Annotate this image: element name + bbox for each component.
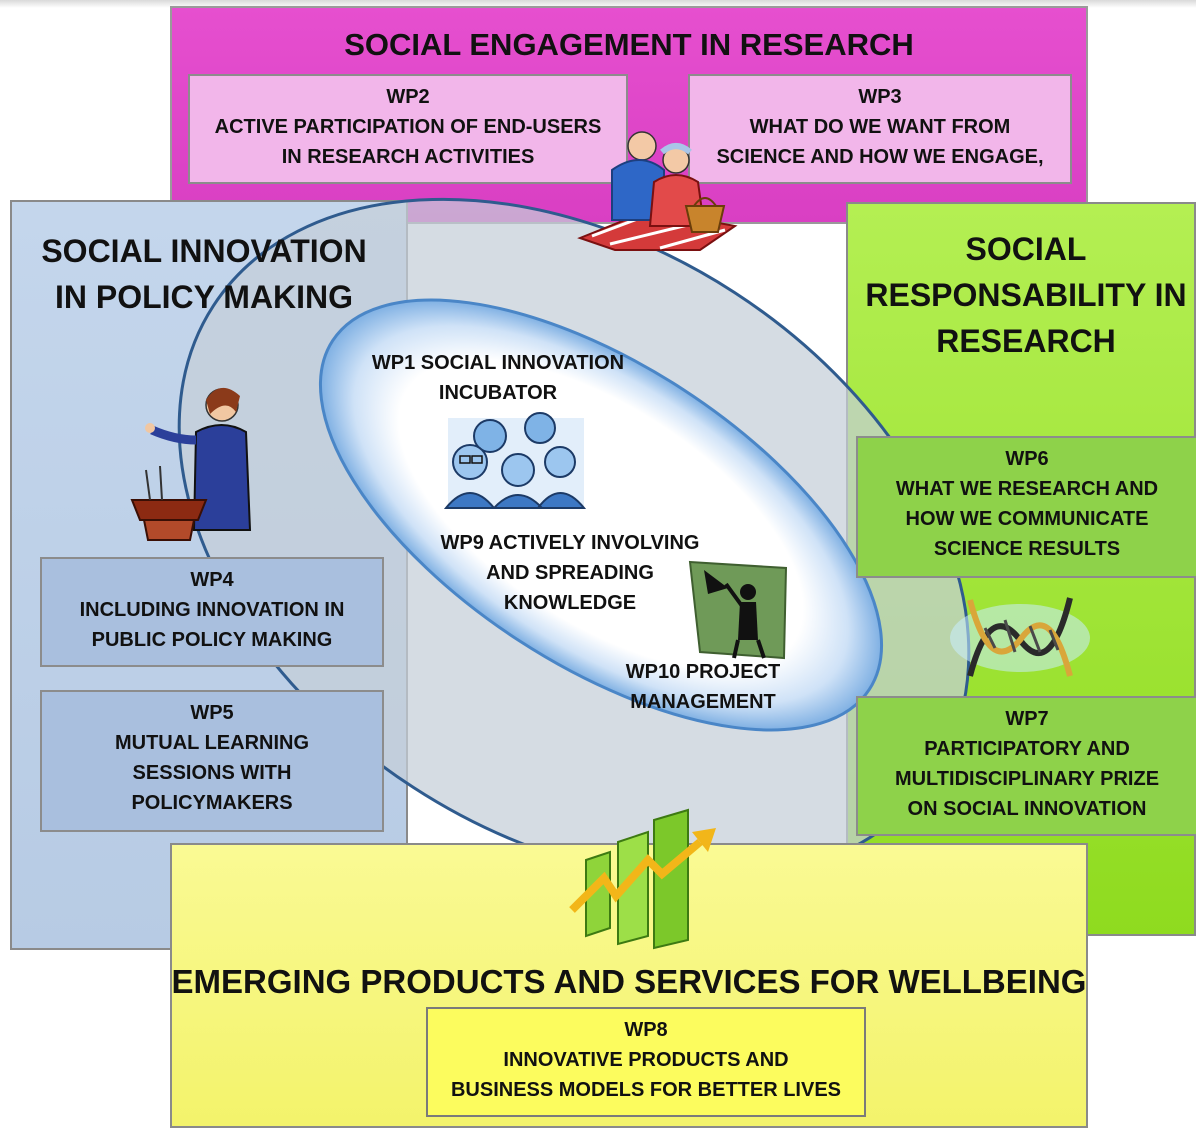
group-of-people-icon [443, 412, 587, 509]
wp-line: SESSIONS WITH [132, 762, 292, 784]
social-responsibility-title: SOCIAL RESPONSABILITY IN RESEARCH [856, 226, 1196, 364]
wp2-box: WP2 ACTIVE PARTICIPATION OF END-USERS IN… [188, 74, 628, 184]
wp3-box: WP3 WHAT DO WE WANT FROM SCIENCE AND HOW… [688, 74, 1072, 184]
wp-line: INNOVATIVE PRODUCTS AND [503, 1049, 789, 1071]
wp-line: SCIENCE RESULTS [933, 538, 1121, 560]
title-line: SOCIAL [965, 231, 1087, 267]
wp8-box: WP8 INNOVATIVE PRODUCTS AND BUSINESS MOD… [426, 1007, 866, 1117]
title-line: RESEARCH [936, 323, 1116, 359]
wp-line: POLICYMAKERS [131, 792, 293, 814]
wp-line: INCLUDING INNOVATION IN [79, 599, 345, 621]
wp-line: WP10 PROJECT [625, 661, 781, 683]
top-shadow-bar [0, 0, 1196, 8]
wp-line: WP1 SOCIAL INNOVATION [371, 352, 625, 374]
wp-code: WP6 [1005, 448, 1049, 470]
title-line: SOCIAL INNOVATION [41, 233, 367, 269]
wp-line: INCUBATOR [438, 382, 558, 404]
wp-line: WP9 ACTIVELY INVOLVING [440, 532, 700, 554]
wp9-label: WP9 ACTIVELY INVOLVING AND SPREADING KNO… [420, 528, 720, 618]
speaker-at-podium-icon [130, 387, 252, 541]
rising-bar-chart-icon [569, 808, 716, 950]
title-line: RESPONSABILITY IN [865, 277, 1187, 313]
wp4-box: WP4 INCLUDING INNOVATION IN PUBLIC POLIC… [40, 557, 384, 667]
social-innovation-title: SOCIAL INNOVATION IN POLICY MAKING [20, 228, 388, 320]
wp-code: WP3 [858, 86, 902, 108]
title-line: IN POLICY MAKING [54, 279, 354, 315]
wp-line: MANAGEMENT [630, 691, 776, 713]
megaphone-person-icon [688, 560, 788, 660]
wp-line: KNOWLEDGE [503, 592, 637, 614]
wp-line: AND SPREADING [486, 562, 654, 584]
wp-line: IN RESEARCH ACTIVITIES [281, 146, 535, 168]
wp10-label: WP10 PROJECT MANAGEMENT [588, 657, 818, 717]
wp1-label: WP1 SOCIAL INNOVATION INCUBATOR [338, 348, 658, 408]
wp-code: WP2 [386, 86, 430, 108]
wp-line: MULTIDISCIPLINARY PRIZE [894, 768, 1160, 790]
wp-line: ON SOCIAL INNOVATION [907, 798, 1147, 820]
wp7-box: WP7 PARTICIPATORY AND MULTIDISCIPLINARY … [856, 696, 1196, 836]
wp-line: SCIENCE AND HOW WE ENGAGE, [716, 146, 1044, 168]
emerging-products-title: EMERGING PRODUCTS AND SERVICES FOR WELLB… [171, 963, 1087, 1000]
wp-code: WP5 [190, 702, 234, 724]
wp6-box: WP6 WHAT WE RESEARCH AND HOW WE COMMUNIC… [856, 436, 1196, 578]
social-engagement-title: SOCIAL ENGAGEMENT IN RESEARCH [344, 27, 914, 62]
wp-line: WHAT DO WE WANT FROM [749, 116, 1011, 138]
wp-line: ACTIVE PARTICIPATION OF END-USERS [214, 116, 602, 138]
wp-code: WP4 [190, 569, 234, 591]
wp-line: PARTICIPATORY AND [924, 738, 1130, 760]
elderly-couple-picnic-icon [577, 131, 738, 251]
wp-line: HOW WE COMMUNICATE [905, 508, 1149, 530]
wp-line: PUBLIC POLICY MAKING [91, 629, 333, 651]
wp-code: WP7 [1005, 708, 1049, 730]
dna-helix-icon [950, 597, 1090, 677]
wp-code: WP8 [624, 1019, 668, 1041]
wp5-box: WP5 MUTUAL LEARNING SESSIONS WITH POLICY… [40, 690, 384, 832]
wp-line: MUTUAL LEARNING [114, 732, 310, 754]
wp-line: WHAT WE RESEARCH AND [895, 478, 1159, 500]
wp-line: BUSINESS MODELS FOR BETTER LIVES [450, 1079, 842, 1101]
